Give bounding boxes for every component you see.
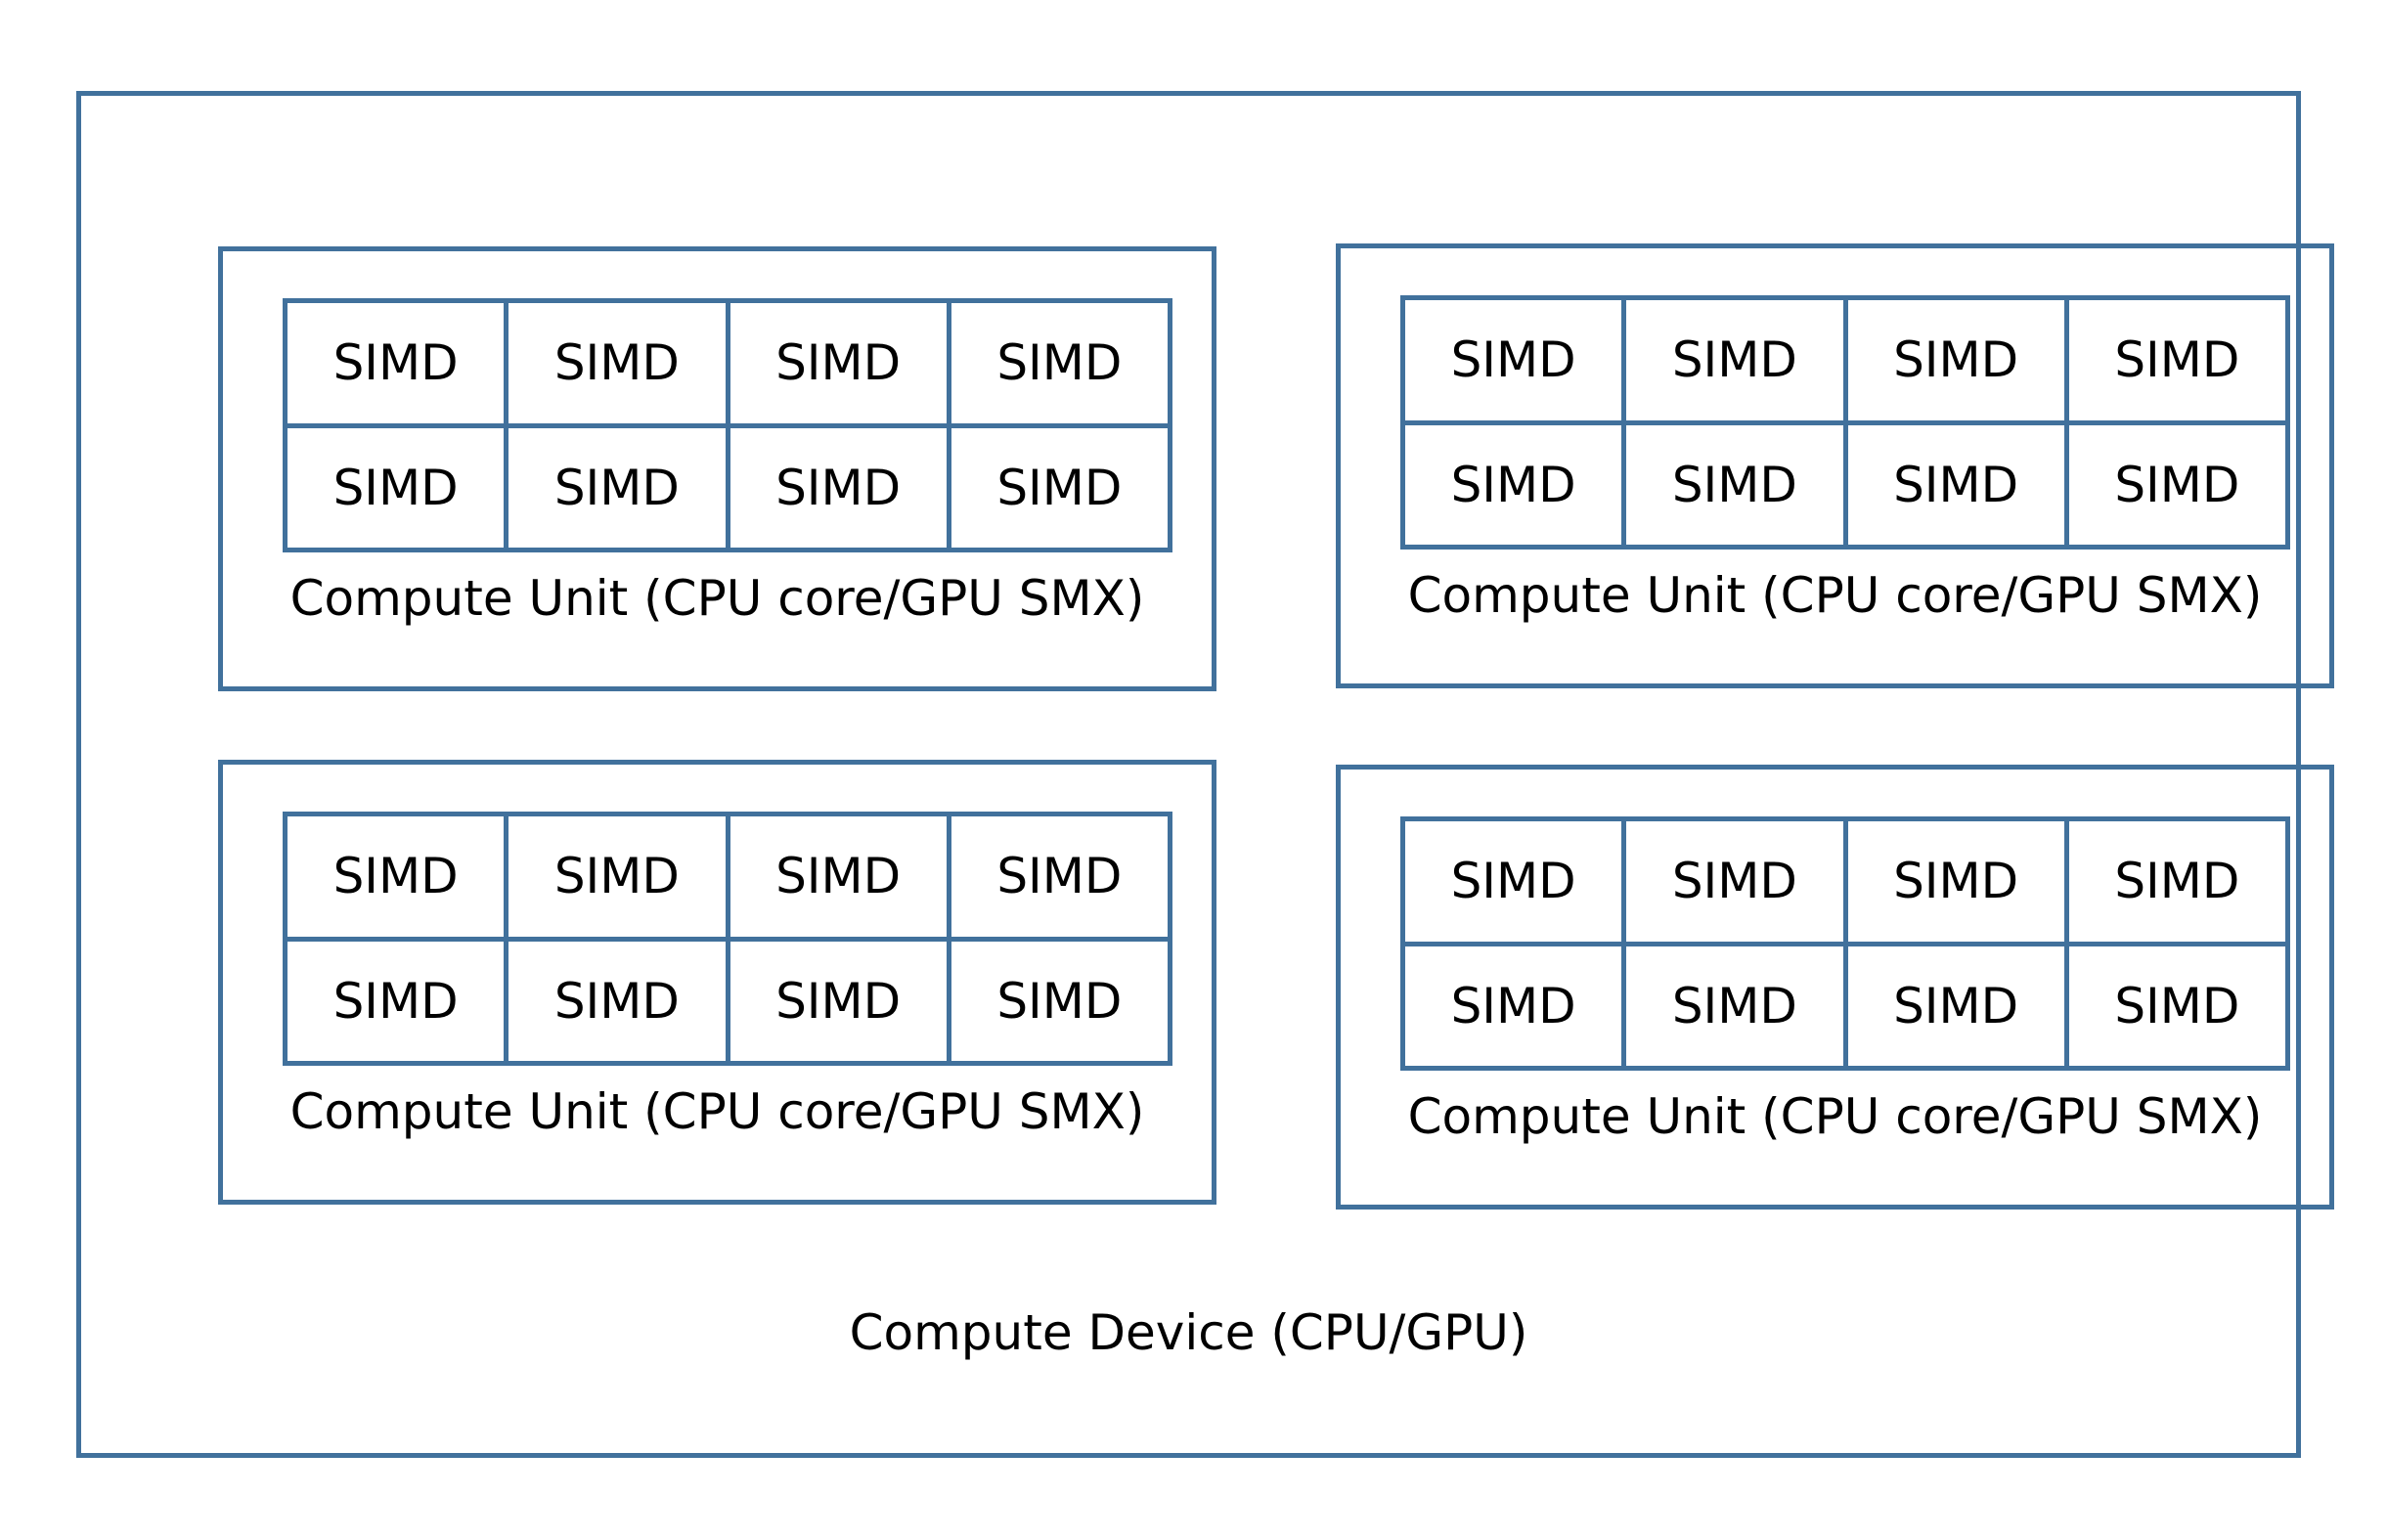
compute-unit-label: Compute Unit (CPU core/GPU SMX) [1407,567,2263,624]
simd-cell: SIMD [2068,821,2290,946]
simd-cell: SIMD [508,941,730,1066]
simd-grid: SIMD SIMD SIMD SIMD SIMD SIMD SIMD SIMD [1400,295,2290,550]
simd-cell: SIMD [1626,424,1848,550]
simd-cell: SIMD [2068,300,2290,425]
compute-unit-label: Compute Unit (CPU core/GPU SMX) [289,1083,1145,1140]
simd-cell: SIMD [2068,424,2290,550]
simd-cell: SIMD [1847,821,2069,946]
simd-cell: SIMD [1626,300,1848,425]
simd-grid: SIMD SIMD SIMD SIMD SIMD SIMD SIMD SIMD [283,812,1172,1066]
simd-cell: SIMD [287,941,509,1066]
compute-unit-box: SIMD SIMD SIMD SIMD SIMD SIMD SIMD SIMD … [218,760,1216,1205]
compute-device-label: Compute Device (CPU/GPU) [849,1304,1528,1361]
simd-cell: SIMD [1405,300,1627,425]
simd-cell: SIMD [950,427,1172,552]
simd-grid: SIMD SIMD SIMD SIMD SIMD SIMD SIMD SIMD [283,298,1172,552]
compute-unit-box: SIMD SIMD SIMD SIMD SIMD SIMD SIMD SIMD … [1336,765,2334,1210]
simd-cell: SIMD [1626,821,1848,946]
simd-cell: SIMD [729,427,951,552]
simd-cell: SIMD [950,303,1172,428]
simd-cell: SIMD [729,941,951,1066]
compute-device-box: SIMD SIMD SIMD SIMD SIMD SIMD SIMD SIMD … [76,91,2334,1458]
simd-cell: SIMD [950,816,1172,942]
simd-cell: SIMD [1405,946,1627,1071]
compute-unit-label: Compute Unit (CPU core/GPU SMX) [289,570,1145,627]
simd-cell: SIMD [1847,300,2069,425]
compute-unit-box: SIMD SIMD SIMD SIMD SIMD SIMD SIMD SIMD … [218,246,1216,691]
simd-cell: SIMD [1405,821,1627,946]
simd-cell: SIMD [508,427,730,552]
simd-cell: SIMD [1847,946,2069,1071]
simd-cell: SIMD [1405,424,1627,550]
simd-cell: SIMD [508,303,730,428]
simd-cell: SIMD [1847,424,2069,550]
compute-unit-label: Compute Unit (CPU core/GPU SMX) [1407,1088,2263,1145]
compute-unit-box: SIMD SIMD SIMD SIMD SIMD SIMD SIMD SIMD … [1336,243,2334,688]
simd-cell: SIMD [287,816,509,942]
simd-cell: SIMD [729,816,951,942]
simd-cell: SIMD [729,303,951,428]
simd-cell: SIMD [508,816,730,942]
simd-cell: SIMD [1626,946,1848,1071]
simd-grid: SIMD SIMD SIMD SIMD SIMD SIMD SIMD SIMD [1400,816,2290,1071]
simd-cell: SIMD [2068,946,2290,1071]
simd-cell: SIMD [950,941,1172,1066]
simd-cell: SIMD [287,427,509,552]
simd-cell: SIMD [287,303,509,428]
